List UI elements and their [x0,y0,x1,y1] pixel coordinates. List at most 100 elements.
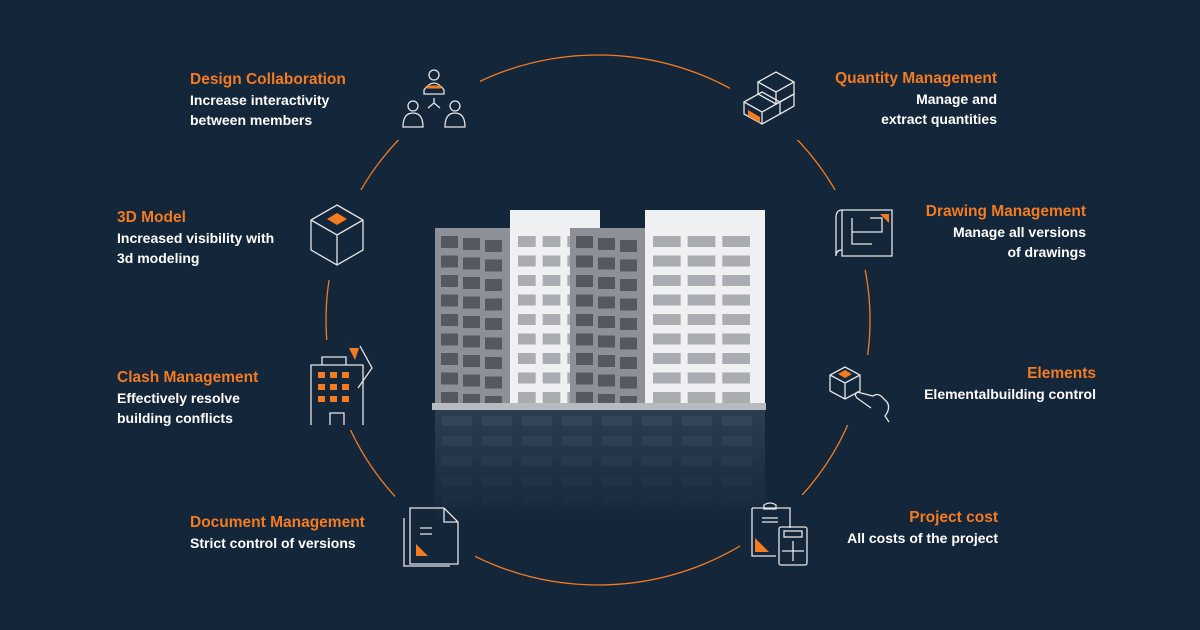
window [485,240,502,252]
window [463,335,480,348]
window [687,333,716,345]
window [441,255,458,268]
window [620,259,637,272]
feature-desc: Increase interactivity [190,92,330,108]
window [542,333,561,345]
window [576,353,593,365]
building-base [432,403,766,410]
blocks-icon [742,71,796,125]
window [620,337,637,350]
building-clash-icon [310,345,373,425]
document-icon [403,507,459,567]
feature-desc: between members [190,112,313,128]
feature-title: Drawing Management [925,203,1086,220]
window [653,314,681,325]
window [653,275,681,286]
window [620,298,637,311]
window [576,275,593,287]
feature-title: 3D Model [117,209,186,226]
window [542,392,561,403]
feature-title: Elements [1027,365,1096,382]
window [687,255,716,267]
window [576,314,593,326]
window [485,259,502,272]
feature-ring [325,54,871,586]
window [441,333,458,346]
blueprint-icon [835,209,893,257]
window [687,294,716,306]
window [620,357,637,369]
window [620,279,637,291]
window [722,314,750,325]
window [722,392,750,403]
feature-desc: extract quantities [881,111,997,127]
window [485,337,502,350]
window [485,279,502,291]
window [722,275,750,286]
window [687,314,716,325]
window [598,296,615,309]
window [687,372,716,384]
window [722,255,750,267]
feature-desc: 3d modeling [117,250,200,266]
window [722,294,750,306]
window [518,372,536,384]
window [722,372,750,384]
feature-document-management: Document Management Strict control of ve… [190,513,365,553]
window [463,316,480,328]
cube-icon [310,204,364,266]
window [576,372,593,385]
window [518,294,536,306]
window [653,236,681,247]
window [620,376,637,389]
window [653,333,681,345]
window [722,353,750,364]
window [463,257,480,270]
window [687,275,716,286]
feature-3d-model: 3D Model Increased visibility with 3d mo… [117,208,274,268]
window [441,372,458,385]
window [576,294,593,307]
window [485,376,502,389]
feature-desc: Increased visibility with [117,230,275,246]
feature-title: Document Management [190,514,365,531]
window [687,392,716,403]
window [441,294,458,307]
window [542,314,561,325]
window [485,318,502,330]
feature-desc: Manage all versions [952,224,1086,240]
window [463,277,480,289]
window [620,318,637,330]
window [542,275,561,286]
window [653,294,681,306]
window [653,353,681,364]
feature-title: Clash Management [117,369,259,386]
feature-clash-management: Clash Management Effectively resolve bui… [117,368,258,428]
window [722,333,750,345]
window [463,296,480,309]
window [598,374,615,387]
feature-design-collaboration: Design Collaboration Increase interactiv… [190,70,346,130]
window [653,372,681,384]
window [485,298,502,311]
window [518,275,536,286]
window [518,255,536,267]
window [463,355,480,367]
feature-quantity-management: Quantity Management Manage and extract q… [835,69,997,129]
feature-desc: building conflicts [117,410,233,426]
window [441,314,458,326]
feature-desc: Strict control of versions [190,535,356,551]
cube-hand-icon [829,366,890,423]
window [463,374,480,387]
window [722,236,750,247]
window [598,238,615,250]
window [485,357,502,369]
reflection-fade [420,410,780,525]
window [518,236,536,247]
feature-title: Design Collaboration [190,71,346,88]
feature-elements: Elements Elementalbuilding control [924,364,1096,404]
calculator-icon [751,502,808,566]
window [542,294,561,306]
window [441,275,458,287]
window [441,392,458,404]
